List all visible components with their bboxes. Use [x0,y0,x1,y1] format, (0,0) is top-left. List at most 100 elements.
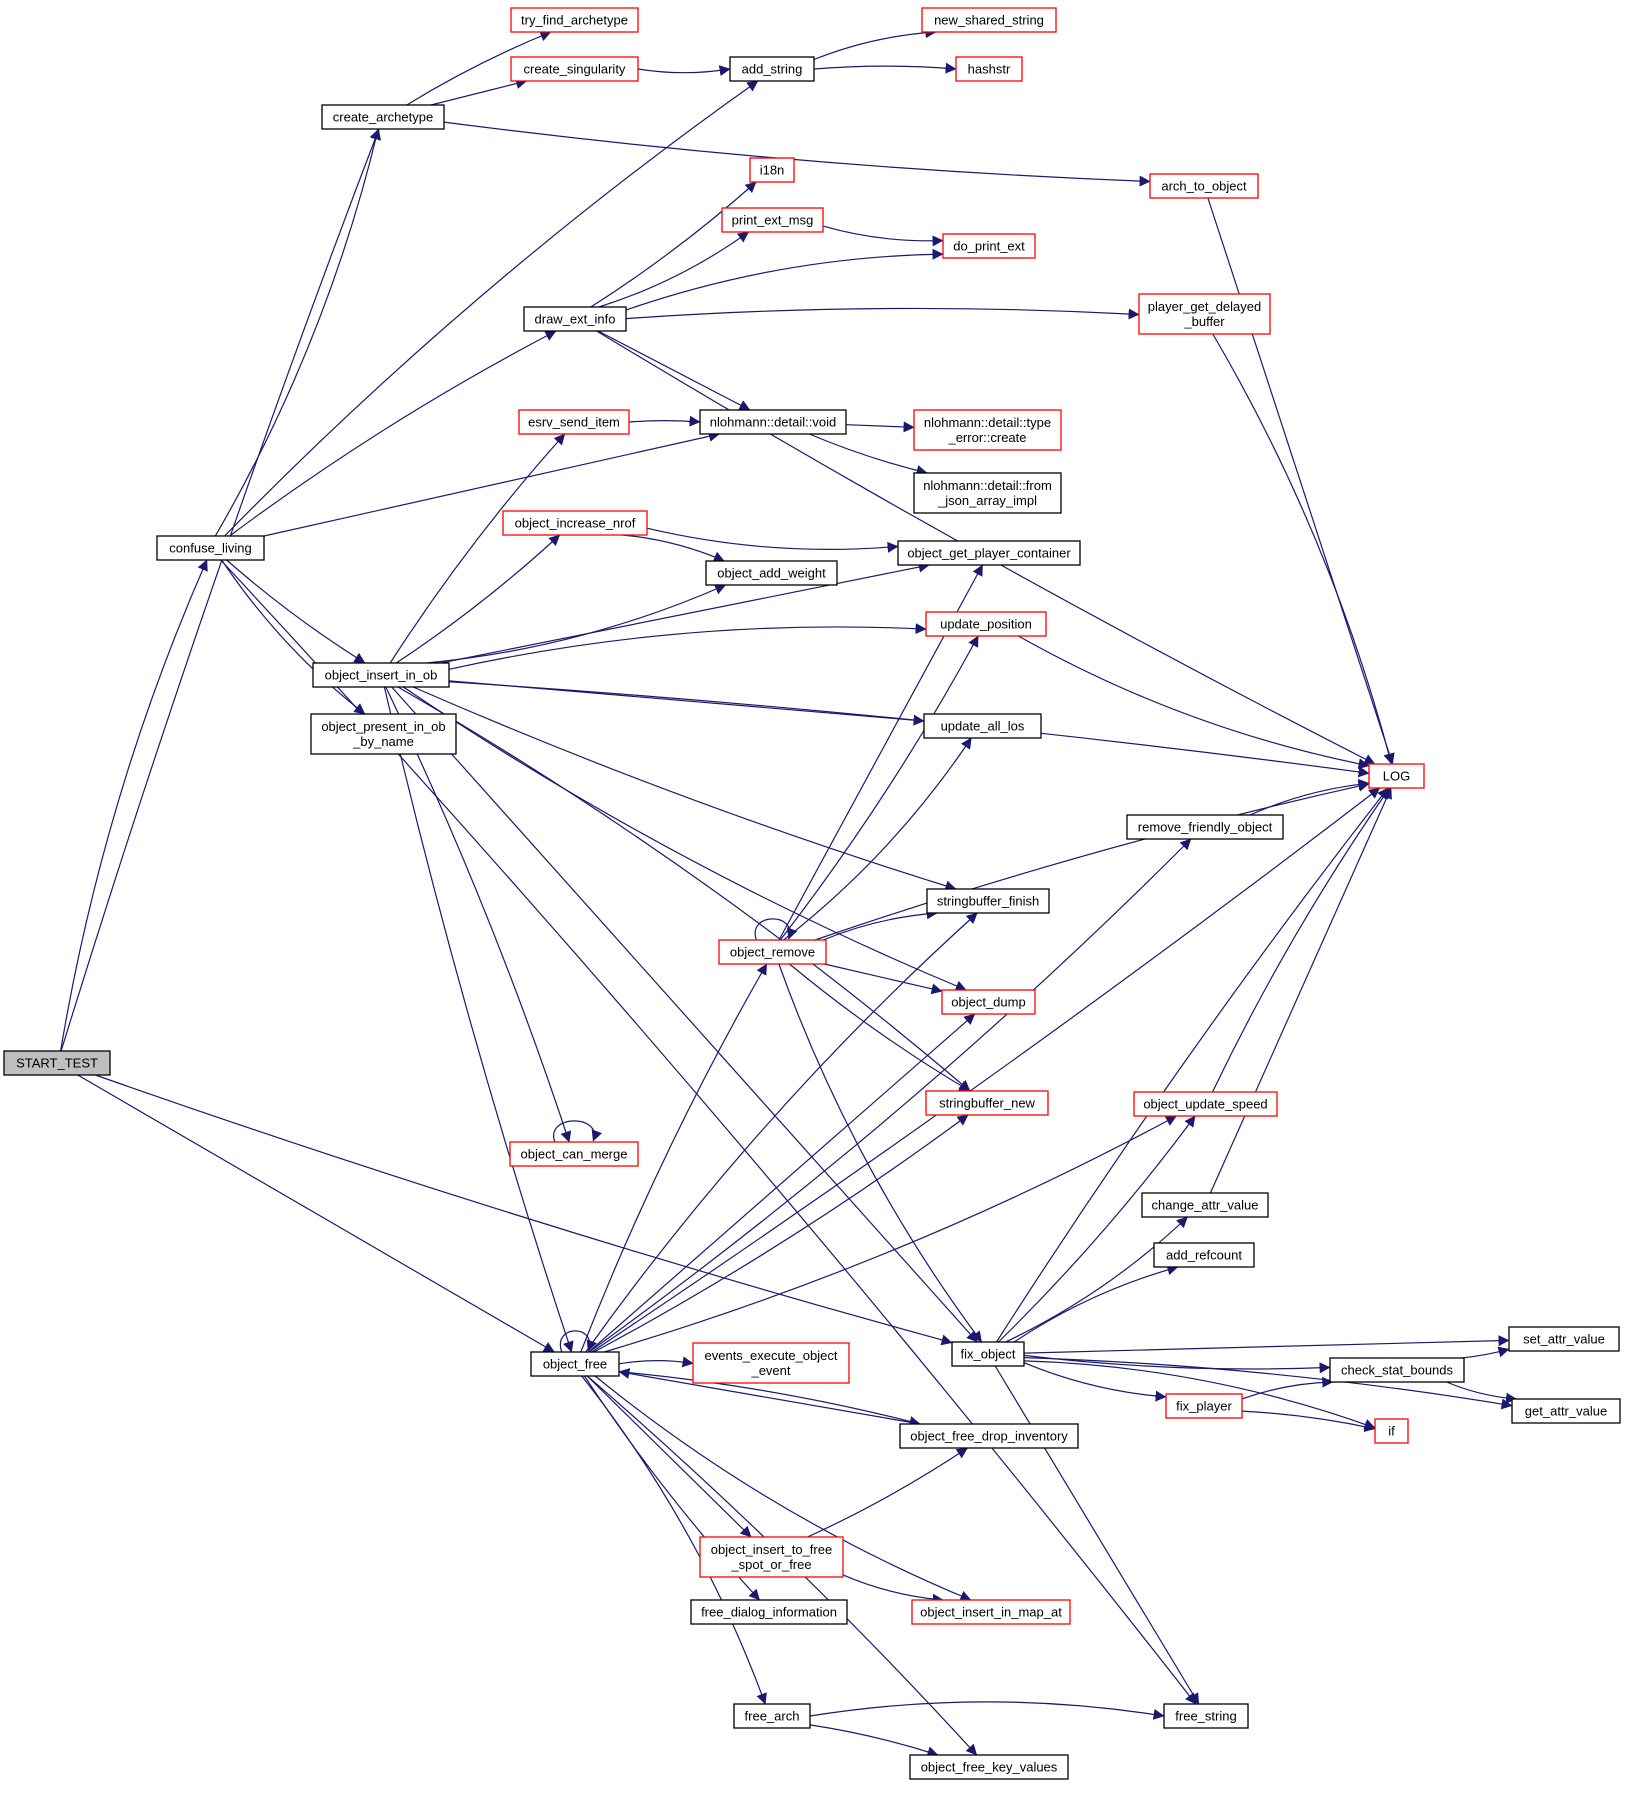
node-update-all-los[interactable]: update_all_los [923,713,1042,739]
node-object-insert-in-ob[interactable]: object_insert_in_ob [312,662,450,688]
node-esrv-send-item[interactable]: esrv_send_item [518,409,630,435]
node-object-increase-nrof[interactable]: object_increase_nrof [502,510,648,536]
node-nlohmann-void[interactable]: nlohmann::detail::void [699,409,847,435]
node-box [1163,1703,1249,1729]
node-get-attr-value[interactable]: get_attr_value [1511,1398,1621,1424]
node-object-free-drop-inventory[interactable]: object_free_drop_inventory [899,1423,1079,1449]
node-box [729,56,815,82]
node-object-insert-to-free-spot-or-free[interactable]: object_insert_to_free_spot_or_free [699,1536,844,1578]
node-nlohmann-from-json[interactable]: nlohmann::detail::from_json_array_impl [913,472,1062,514]
node-update-position[interactable]: update_position [925,611,1047,637]
node-create-archetype[interactable]: create_archetype [321,104,445,130]
edge-object_remove-to-fix_object [778,963,983,1343]
node-box [523,306,627,332]
edge-fix_object-to-fix_player [1023,1362,1167,1402]
node-fix-object[interactable]: fix_object [951,1341,1025,1367]
node-draw-ext-info[interactable]: draw_ext_info [523,306,627,332]
edge-object_free-to-stringbuffer_finish [585,912,978,1353]
edge-create_archetype-to-arch_to_object [443,121,1151,187]
node-label: get_attr_value [1525,1404,1607,1419]
node-label: _error::create [947,430,1026,445]
node-print-ext-msg[interactable]: print_ext_msg [721,207,824,233]
edge-object_free-to-log [591,787,1381,1353]
edge-object_update_speed-to-log [1211,787,1390,1093]
node-i18n[interactable]: i18n [749,157,795,183]
node-nlohmann-type-error[interactable]: nlohmann::detail::type_error::create [913,409,1062,451]
node-object-insert-in-map-at[interactable]: object_insert_in_map_at [911,1599,1071,1625]
edge-object_free-to-free_arch [581,1375,767,1705]
node-hashstr[interactable]: hashstr [955,56,1023,82]
edge-fix_object-to-if [1023,1360,1376,1430]
node-object-get-player-container[interactable]: object_get_player_container [897,540,1081,566]
node-label: create_archetype [333,110,433,125]
edge-object_free-to-object_free [559,1330,597,1353]
node-confuse-living[interactable]: confuse_living [156,535,265,561]
node-box [156,535,265,561]
node-arch-to-object[interactable]: arch_to_object [1149,173,1259,199]
node-object-can-merge[interactable]: object_can_merge [509,1141,639,1167]
node-label: update_position [940,617,1032,632]
edge-confuse_living-to-object_present_in_ob_by_name [221,559,366,715]
node-free-string[interactable]: free_string [1163,1703,1249,1729]
node-label: draw_ext_info [535,312,616,327]
edge-fix_object-to-set_attr_value [1023,1335,1510,1354]
node-events-execute-object-event[interactable]: events_execute_object_event [692,1342,850,1384]
node-log[interactable]: LOG [1368,763,1425,789]
node-box [530,1351,620,1377]
node-object-present-in-ob-by-name[interactable]: object_present_in_ob_by_name [310,713,457,755]
node-fix-player[interactable]: fix_player [1165,1393,1243,1419]
edge-draw_ext_info-to-i18n [590,181,757,308]
node-try-find-archetype[interactable]: try_find_archetype [510,7,639,33]
node-label: object_remove [730,945,815,960]
node-label: _buffer [1183,314,1225,329]
node-label: update_all_los [941,719,1025,734]
node-label: free_string [1175,1709,1236,1724]
node-if[interactable]: if [1374,1418,1409,1444]
edge-nlohmann_void-to-nlohmann_type_error [845,421,915,433]
node-set-attr-value[interactable]: set_attr_value [1508,1326,1620,1352]
node-label: stringbuffer_finish [937,894,1039,909]
node-start-test[interactable]: START_TEST [3,1050,111,1076]
node-label: object_free_drop_inventory [910,1429,1068,1444]
node-new-shared-string[interactable]: new_shared_string [921,7,1057,33]
edge-object_increase_nrof-to-object_get_player_container [646,527,899,553]
node-box [749,157,795,183]
node-stringbuffer-new[interactable]: stringbuffer_new [925,1090,1049,1116]
edge-object_insert_in_ob-to-esrv_send_item [389,433,566,664]
node-box [1165,1393,1243,1419]
node-add-refcount[interactable]: add_refcount [1153,1242,1255,1268]
node-object-free-key-values[interactable]: object_free_key_values [909,1754,1069,1780]
node-stringbuffer-finish[interactable]: stringbuffer_finish [926,888,1050,914]
node-create-singularity[interactable]: create_singularity [510,56,639,82]
node-box [941,989,1036,1015]
node-remove-friendly-object[interactable]: remove_friendly_object [1126,814,1284,840]
node-box [509,1141,639,1167]
node-check-stat-bounds[interactable]: check_stat_bounds [1329,1357,1465,1383]
node-object-update-speed[interactable]: object_update_speed [1133,1091,1278,1117]
edge-object_free-to-remove_friendly_object [588,838,1192,1353]
node-label: _event [750,1363,790,1378]
edge-object_insert_to_free_spot_or_free-to-object_free_drop_inventory [807,1447,968,1538]
node-box [692,1342,850,1384]
edge-fix_player-to-check_stat_bounds [1241,1376,1334,1400]
node-free-arch[interactable]: free_arch [733,1703,811,1729]
node-label: object_dump [951,995,1025,1010]
node-object-dump[interactable]: object_dump [941,989,1036,1015]
node-object-add-weight[interactable]: object_add_weight [705,560,838,586]
node-do-print-ext[interactable]: do_print_ext [942,233,1036,259]
node-box [699,1536,844,1578]
edge-object_free-to-stringbuffer_new [593,1114,969,1353]
node-label: stringbuffer_new [939,1096,1035,1111]
node-box [510,56,639,82]
node-player-get-delayed-buffer[interactable]: player_get_delayed_buffer [1138,293,1271,335]
node-object-free[interactable]: object_free [530,1351,620,1377]
node-add-string[interactable]: add_string [729,56,815,82]
node-object-remove[interactable]: object_remove [718,939,827,965]
node-box [699,409,847,435]
node-free-dialog-information[interactable]: free_dialog_information [690,1599,848,1625]
node-label: create_singularity [524,62,626,77]
edge-object_free-to-object_dump [588,1013,976,1353]
node-change-attr-value[interactable]: change_attr_value [1141,1192,1269,1218]
node-label: object_free [543,1357,607,1372]
edge-create_archetype-to-create_singularity [430,78,528,106]
